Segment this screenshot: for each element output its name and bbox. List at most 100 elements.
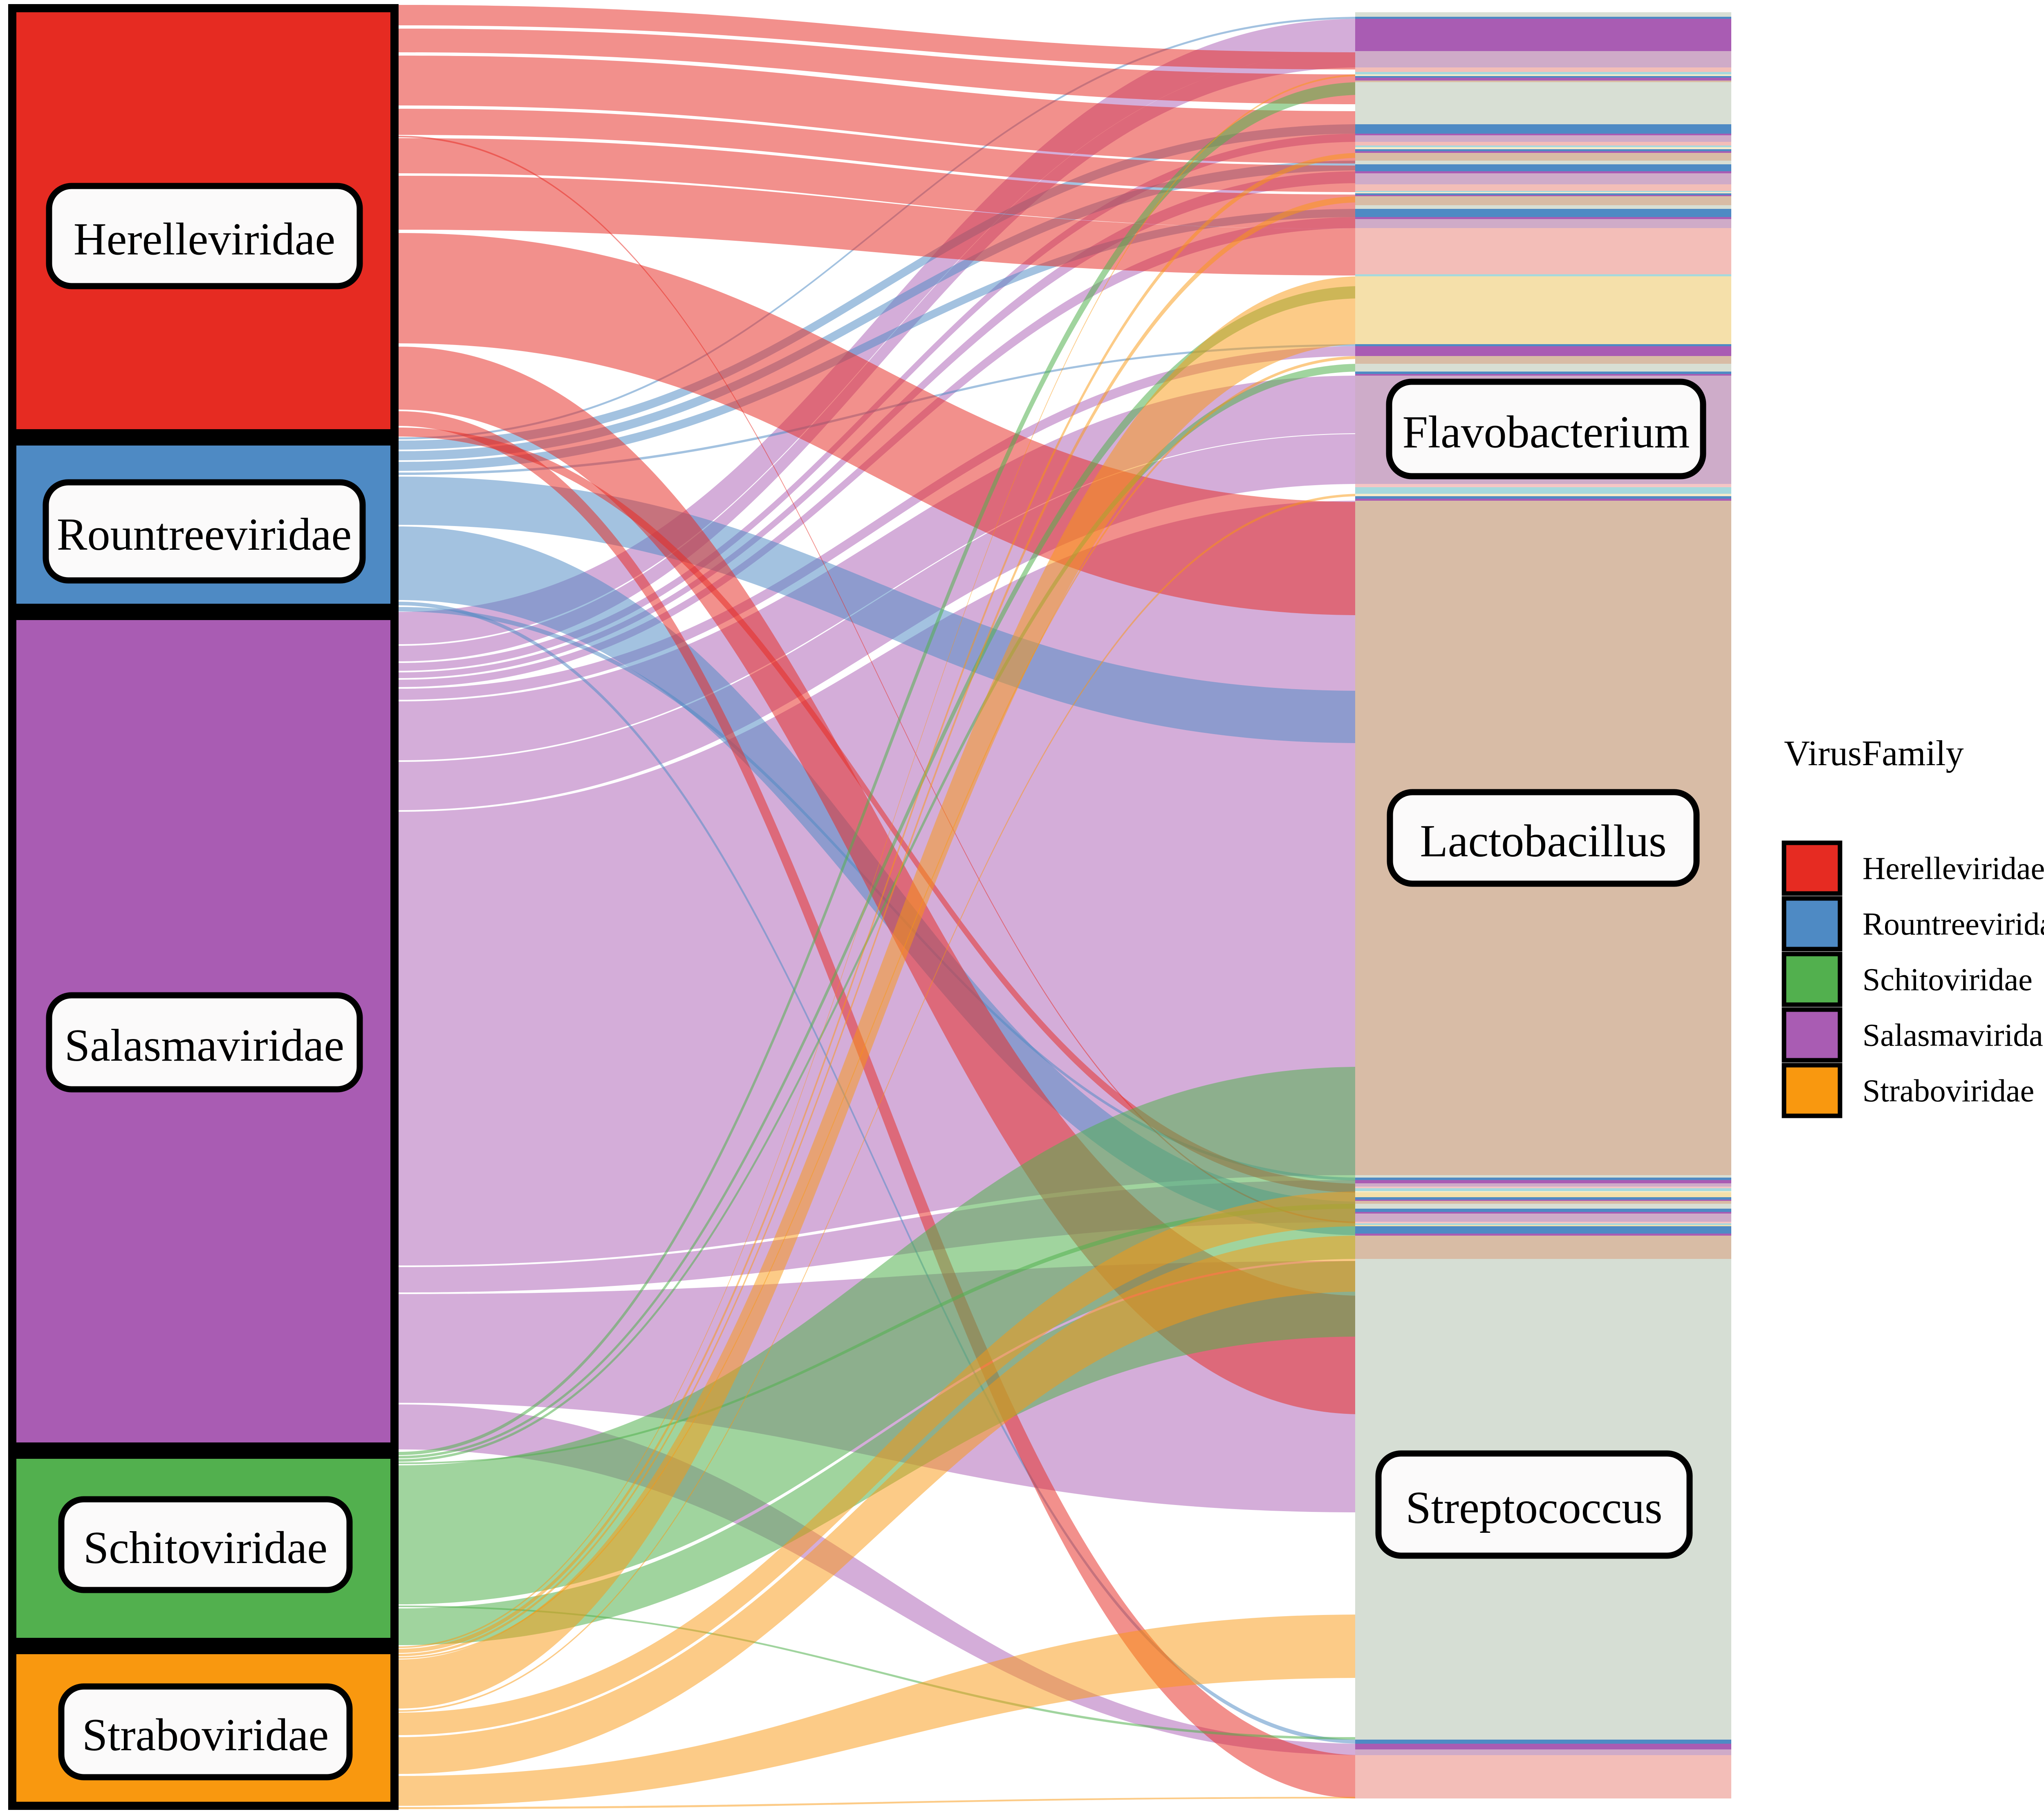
legend-label: Herelleviridae (1862, 851, 2044, 886)
host-stack-segment-purple (1355, 19, 1731, 51)
host-stack-segment-cyan (1355, 487, 1731, 494)
host-stack-segment-celadon (1355, 161, 1731, 164)
node-label-box-schitoviridae (58, 1496, 353, 1593)
host-stack-segment-blue (1355, 372, 1731, 374)
legend-swatch-purple (1782, 1007, 1842, 1063)
host-stack-segment-cream (1355, 1191, 1731, 1192)
host-stack-segment-purple (1355, 1234, 1731, 1236)
flow-ribbon-green (399, 286, 1361, 1458)
flow-ribbon-blue (399, 477, 1361, 743)
flow-ribbon-orange (399, 1191, 1361, 1735)
flow-ribbon-blue (399, 602, 1361, 1744)
host-stack-segment-salmon (1355, 184, 1731, 191)
host-stack-segment-blue (1355, 164, 1731, 171)
host-stack-segment-celadon (1355, 1175, 1731, 1178)
flow-ribbon-orange (399, 276, 1361, 1709)
flow-ribbon-blue (399, 209, 1361, 471)
node-label-lactobacillus: Lactobacillus (1420, 816, 1666, 867)
host-stack-segment-purple (1355, 374, 1731, 376)
host-stack-segment-mauve (1355, 1749, 1731, 1755)
flow-ribbon-red (399, 138, 1361, 229)
legend-swatch-red (1782, 840, 1842, 896)
host-stack-segment-cyan (1355, 274, 1731, 276)
host-stack-segment-blue (1355, 1209, 1731, 1212)
host-stack-segment-purple (1355, 1180, 1731, 1183)
host-stack-segment-salmon (1355, 1755, 1731, 1798)
flow-ribbon-purple (399, 346, 1361, 700)
host-stack-segment-yellow (1355, 1225, 1731, 1226)
host-stack-segment-yellow (1355, 1192, 1731, 1197)
flow-ribbons (399, 5, 1361, 1809)
node-label-flavobacterium: Flavobacterium (1403, 407, 1690, 458)
host-stack-segment-purple (1355, 346, 1731, 356)
host-stack-segment-pink (1355, 484, 1731, 487)
host-stack-segment-cream (1355, 74, 1731, 76)
legend-label: Schitoviridae (1862, 962, 2033, 997)
host-stack-segment-cream (1355, 192, 1731, 193)
flow-ribbon-green (399, 82, 1361, 1455)
host-stack-segment-purple (1355, 499, 1731, 501)
host-stack-segment-tan (1355, 153, 1731, 161)
flow-ribbon-orange (399, 1797, 1361, 1809)
flow-ribbon-red (399, 109, 1361, 192)
host-stack-segment-mauve (1355, 219, 1731, 228)
host-stack-segment-celadon (1355, 364, 1731, 372)
host-stack-segment-cyan (1355, 191, 1731, 192)
node-label-box-lactobacillus (1387, 789, 1700, 887)
host-stack-segment-yellow (1355, 276, 1731, 344)
node-label-box-straboviridae (58, 1683, 353, 1780)
flow-ribbon-purple (399, 1404, 1361, 1755)
legend-label: Straboviridae (1862, 1073, 2034, 1109)
host-stack-segment-salmon (1355, 67, 1731, 72)
flow-ribbon-blue (399, 161, 1361, 460)
flow-ribbon-red (399, 411, 1361, 1798)
node-label-box-herelleviridae (46, 183, 363, 289)
flow-ribbon-orange (399, 74, 1361, 1648)
flow-ribbon-red (399, 136, 1361, 1223)
flow-ribbon-green (399, 364, 1361, 1462)
node-label-schitoviridae: Schitoviridae (83, 1523, 327, 1573)
host-stack-segment-salmon (1355, 142, 1731, 146)
host-stack-segment-blue (1355, 1197, 1731, 1200)
host-stack-segment-blue (1355, 496, 1731, 499)
host-stack-segment-salmon (1355, 228, 1731, 274)
node-label-streptococcus: Streptococcus (1405, 1483, 1662, 1533)
node-label-salasmaviridae: Salasmaviridae (65, 1020, 344, 1071)
host-stack-segment-blue (1355, 1740, 1731, 1744)
host-stack-segment-celadon (1355, 12, 1731, 17)
node-label-box-flavobacterium (1386, 378, 1706, 479)
host-stack-segment-blue (1355, 1226, 1731, 1234)
host-stack-segment-purple (1355, 78, 1731, 81)
flow-ribbon-red (399, 56, 1361, 163)
legend-virus-family: VirusFamilyHerelleviridaeRountreeviridae… (1782, 734, 2044, 1118)
host-stack-segment-blue (1355, 17, 1731, 19)
host-stack-segment-blue (1355, 1178, 1731, 1180)
host-stack-segment-celadon (1355, 1204, 1731, 1209)
legend-swatch-blue (1782, 896, 1842, 952)
flow-ribbon-purple (399, 19, 1361, 644)
host-stack-segment-cream (1355, 494, 1731, 496)
host-stack-segment-blue (1355, 149, 1731, 151)
flow-ribbon-red (399, 233, 1361, 615)
host-stack-segment-purple (1355, 171, 1731, 173)
flow-ribbon-blue (399, 124, 1361, 450)
host-stack-segment-purple (1355, 217, 1731, 219)
host-stack-segment-cyan (1355, 72, 1731, 74)
flow-ribbon-red (399, 347, 1361, 1414)
host-stack-segment-mauve (1355, 1214, 1731, 1222)
flow-ribbon-green (399, 1606, 1361, 1740)
host-stack-segment-blue (1355, 209, 1731, 217)
host-stack-segment-mauve (1355, 1183, 1731, 1187)
node-label-box-rountreeviridae (43, 479, 366, 584)
node-label-rountreeviridae: Rountreeviridae (57, 509, 352, 560)
flow-ribbon-orange (399, 196, 1361, 1656)
legend-label: Rountreeviridae (1862, 906, 2044, 942)
host-stack-segment-purple (1355, 1744, 1731, 1749)
legend-swatch-orange (1782, 1063, 1842, 1118)
flow-ribbon-orange (399, 494, 1361, 1712)
host-stack-segment-celadon (1355, 205, 1731, 209)
flow-ribbon-red (399, 428, 1361, 1193)
node-label-box-salasmaviridae (46, 992, 363, 1093)
